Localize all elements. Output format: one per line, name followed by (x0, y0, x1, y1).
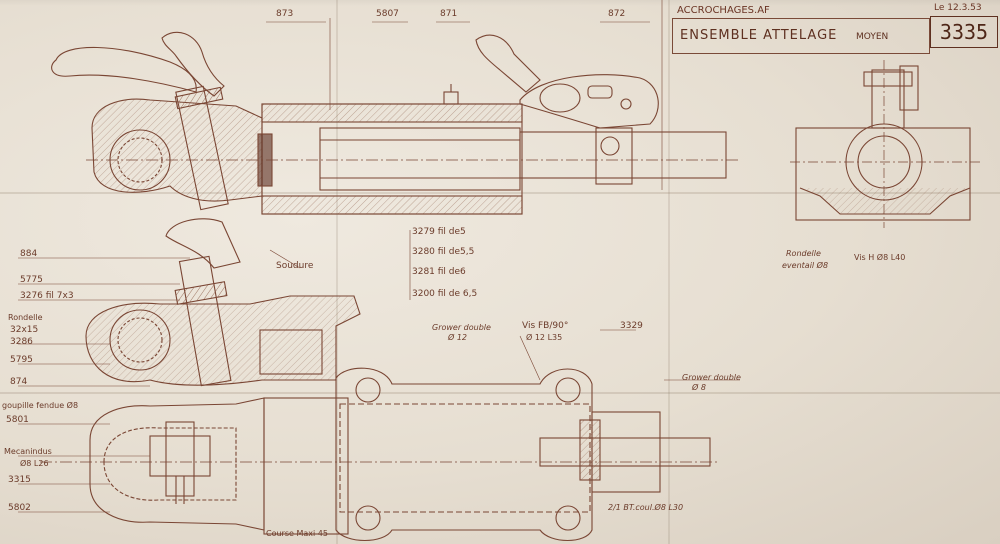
rondelle-label: Rondelle (8, 313, 43, 322)
coupling-body-middle (85, 295, 361, 386)
course-label: Course Maxi 45 (266, 529, 328, 538)
grower-label: Grower double (682, 373, 741, 382)
vis-fb-size: Ø 12 L35 (526, 333, 563, 342)
draw-bar-end (519, 131, 727, 179)
ref-label: 5807 (376, 9, 399, 19)
ref-label: 873 (276, 9, 294, 19)
spring-label: 3200 fil de 6,5 (412, 289, 478, 299)
ref-label: 5801 (6, 415, 29, 425)
piston-rod (319, 127, 521, 191)
drawing-title: ENSEMBLE ATTELAGE (680, 28, 838, 43)
ref-label: 5795 (10, 355, 33, 365)
bottom-tube (263, 397, 349, 535)
rondelle-eventail-size: eventail Ø8 (782, 261, 829, 270)
ref-label: 872 (608, 9, 626, 19)
drawbar-eye-bottom (89, 397, 265, 531)
grower-size: Ø 12 (448, 333, 468, 342)
spring-label: 3280 fil de5,5 (412, 247, 475, 257)
ref-label: 3286 (10, 337, 33, 347)
goupille-label: goupille fendue Ø8 (2, 401, 79, 410)
grower-size: Ø 8 (692, 383, 706, 392)
vertical-pin-top (175, 85, 229, 211)
coupling-body-top (91, 98, 263, 202)
paper-fold-vertical (668, 0, 670, 544)
ref-label: 884 (20, 249, 38, 259)
soudure-label: Soudure (276, 261, 314, 271)
spring-label: 3281 fil de6 (412, 267, 466, 277)
ref-label: 5775 (20, 275, 43, 285)
date-label: Le 12.3.53 (934, 3, 982, 13)
title-box (672, 18, 930, 54)
bottom-note: 2/1 BT.coul.Ø8 L30 (608, 503, 684, 512)
ref-label: 871 (440, 9, 458, 19)
mecanindus-label: Mecanindus (4, 447, 52, 456)
grower-label: Grower double (432, 323, 491, 332)
rondelle-eventail-label: Rondelle (786, 249, 821, 258)
latch-hook-top (161, 31, 225, 97)
ref-label: 3329 (620, 321, 643, 331)
vis-fb-label: Vis FB/90° (522, 321, 569, 331)
drawing-subtitle: MOYEN (856, 32, 889, 42)
mecanindus-size: Ø8 L26 (20, 459, 49, 468)
drawing-number: 3335 (930, 16, 998, 48)
vis-h-label: Vis H Ø8 L40 (854, 253, 906, 262)
paper-fold-horizontal (0, 192, 1000, 194)
safety-latch-lever (519, 74, 659, 129)
paper-fold-horizontal (0, 392, 1000, 394)
lever-middle (165, 218, 241, 269)
ref-label: 3315 (8, 475, 31, 485)
rondelle-size: 32x15 (10, 325, 39, 335)
bottom-crossbar (149, 435, 211, 477)
ref-label: 874 (10, 377, 28, 387)
spring-label: 3279 fil de5 (412, 227, 466, 237)
paper-fold-vertical (336, 0, 338, 544)
ref-label: 3276 fil 7x3 (20, 291, 74, 301)
ref-label: 5802 (8, 503, 31, 513)
section-label: ACCROCHAGES.AF (677, 5, 770, 16)
bottom-main-body (335, 367, 593, 541)
